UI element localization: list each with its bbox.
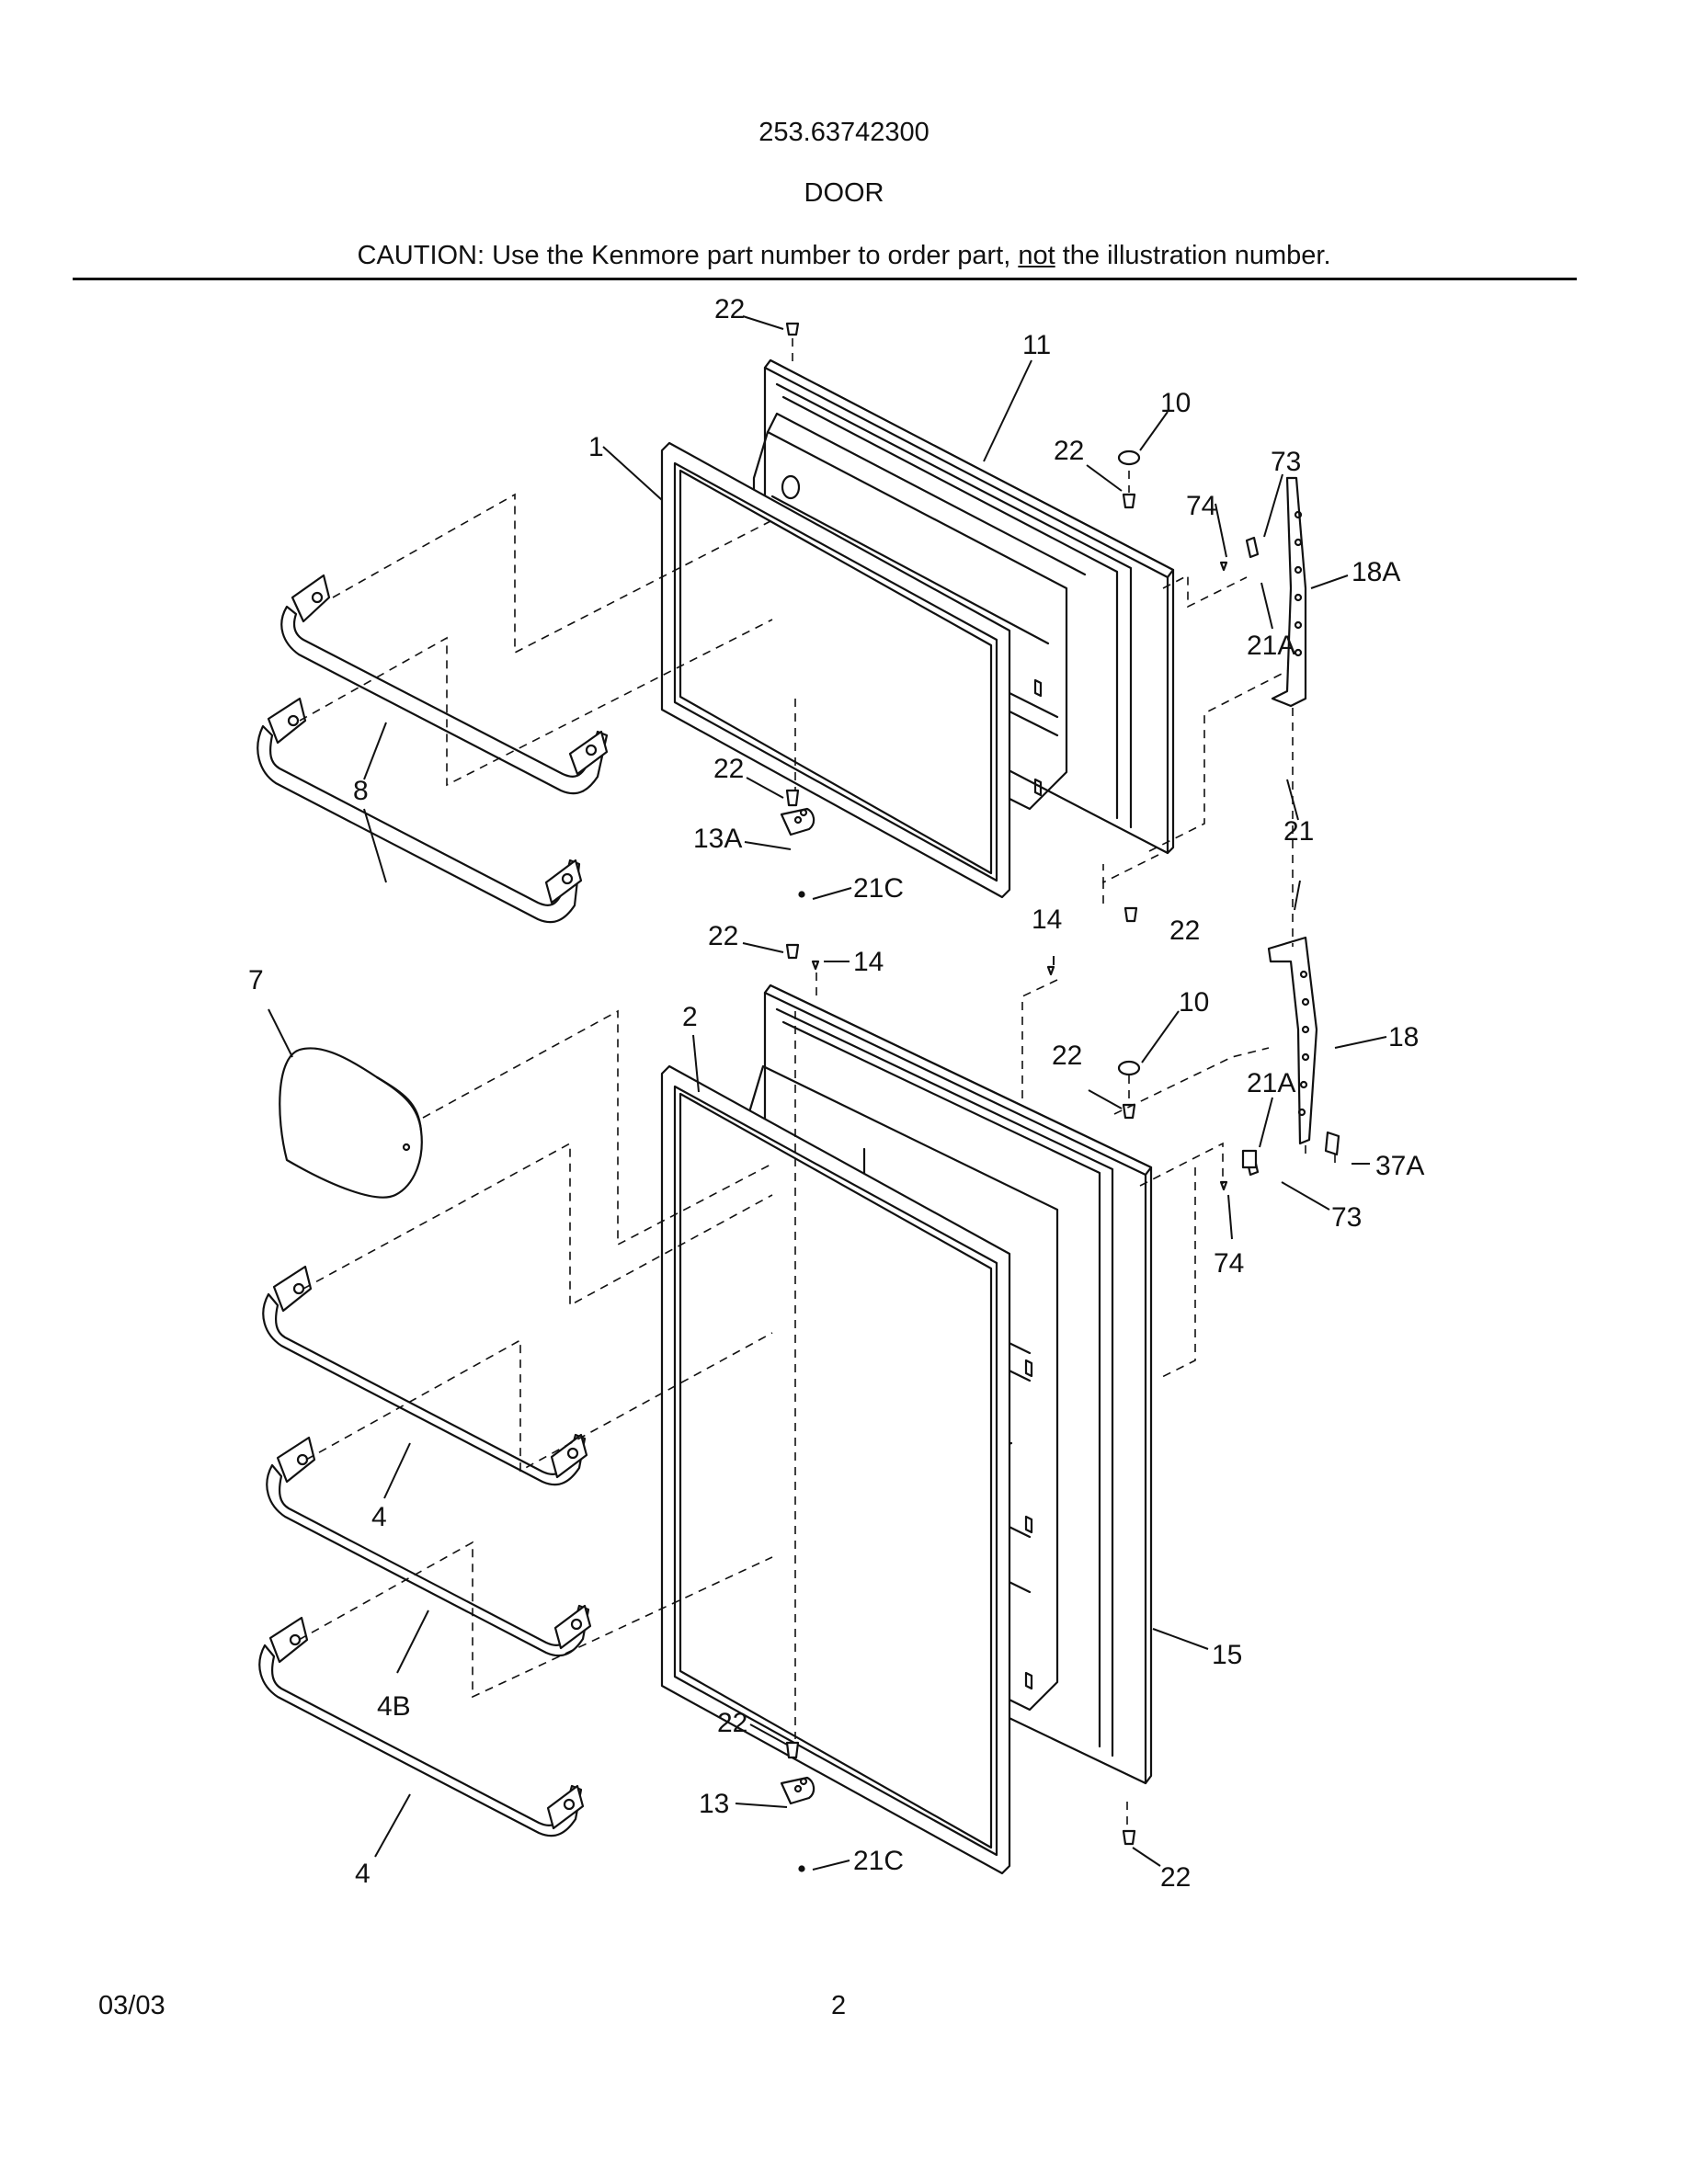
callout-13: 13 (699, 1789, 729, 1819)
callout-2: 2 (682, 1002, 698, 1032)
caution-emphasis: not (1018, 241, 1055, 270)
callout-22: 22 (714, 294, 745, 324)
callout-73: 73 (1271, 447, 1301, 477)
fresh-food-door-shelf-middle (266, 1436, 592, 1657)
callout-22: 22 (713, 754, 744, 784)
callout-8: 8 (353, 776, 369, 806)
callout-18: 18 (1388, 1022, 1419, 1052)
callout-4: 4 (371, 1502, 387, 1532)
callout-21c: 21C (853, 873, 904, 904)
model-number: 253.63742300 (758, 118, 930, 147)
center-hinge-18 (1267, 936, 1318, 1145)
callout-18a: 18A (1352, 557, 1400, 587)
callout-4b: 4B (377, 1691, 411, 1722)
callout-73: 73 (1331, 1202, 1362, 1233)
fresh-food-door-shelf-lower (258, 1616, 585, 1837)
callout-22: 22 (1160, 1862, 1191, 1893)
callout-22: 22 (1054, 436, 1084, 466)
header-rule (73, 278, 1577, 280)
callout-22: 22 (708, 921, 738, 951)
caution-text-prefix: CAUTION: Use the Kenmore part number to … (357, 241, 1019, 270)
callout-21c: 21C (853, 1846, 904, 1876)
callout-21a: 21A (1247, 631, 1295, 661)
freezer-door-gasket (660, 441, 1011, 899)
callout-7: 7 (248, 965, 264, 995)
caution-notice: CAUTION: Use the Kenmore part number to … (0, 241, 1688, 271)
callout-13a: 13A (693, 824, 742, 854)
callout-74: 74 (1186, 491, 1216, 521)
callout-10: 10 (1160, 388, 1191, 418)
callout-10: 10 (1179, 987, 1209, 1018)
caution-text-suffix: the illustration number. (1055, 241, 1331, 270)
freezer-door-shelf-lower (257, 697, 583, 924)
callout-74: 74 (1214, 1248, 1244, 1279)
callout-22: 22 (717, 1708, 747, 1738)
freezer-door-shelf-upper (280, 574, 609, 795)
callout-4: 4 (355, 1859, 371, 1889)
footer-page-number: 2 (831, 1991, 847, 2020)
callout-14: 14 (1032, 904, 1062, 935)
callout-21a: 21A (1247, 1068, 1295, 1098)
dairy-door (279, 1047, 423, 1199)
callout-1: 1 (588, 432, 604, 462)
callout-15: 15 (1212, 1640, 1242, 1670)
callout-22: 22 (1169, 916, 1200, 946)
callout-37a: 37A (1375, 1151, 1424, 1181)
section-title: DOOR (804, 178, 884, 208)
callout-21: 21 (1283, 816, 1314, 847)
upper-hinge-18a (1271, 476, 1307, 708)
callout-14: 14 (853, 947, 884, 977)
footer-date: 03/03 (98, 1991, 165, 2020)
callout-11: 11 (1022, 330, 1051, 360)
callout-22: 22 (1052, 1041, 1082, 1071)
hardware-parts (780, 322, 1340, 1872)
fresh-food-door-gasket (660, 1064, 1011, 1875)
